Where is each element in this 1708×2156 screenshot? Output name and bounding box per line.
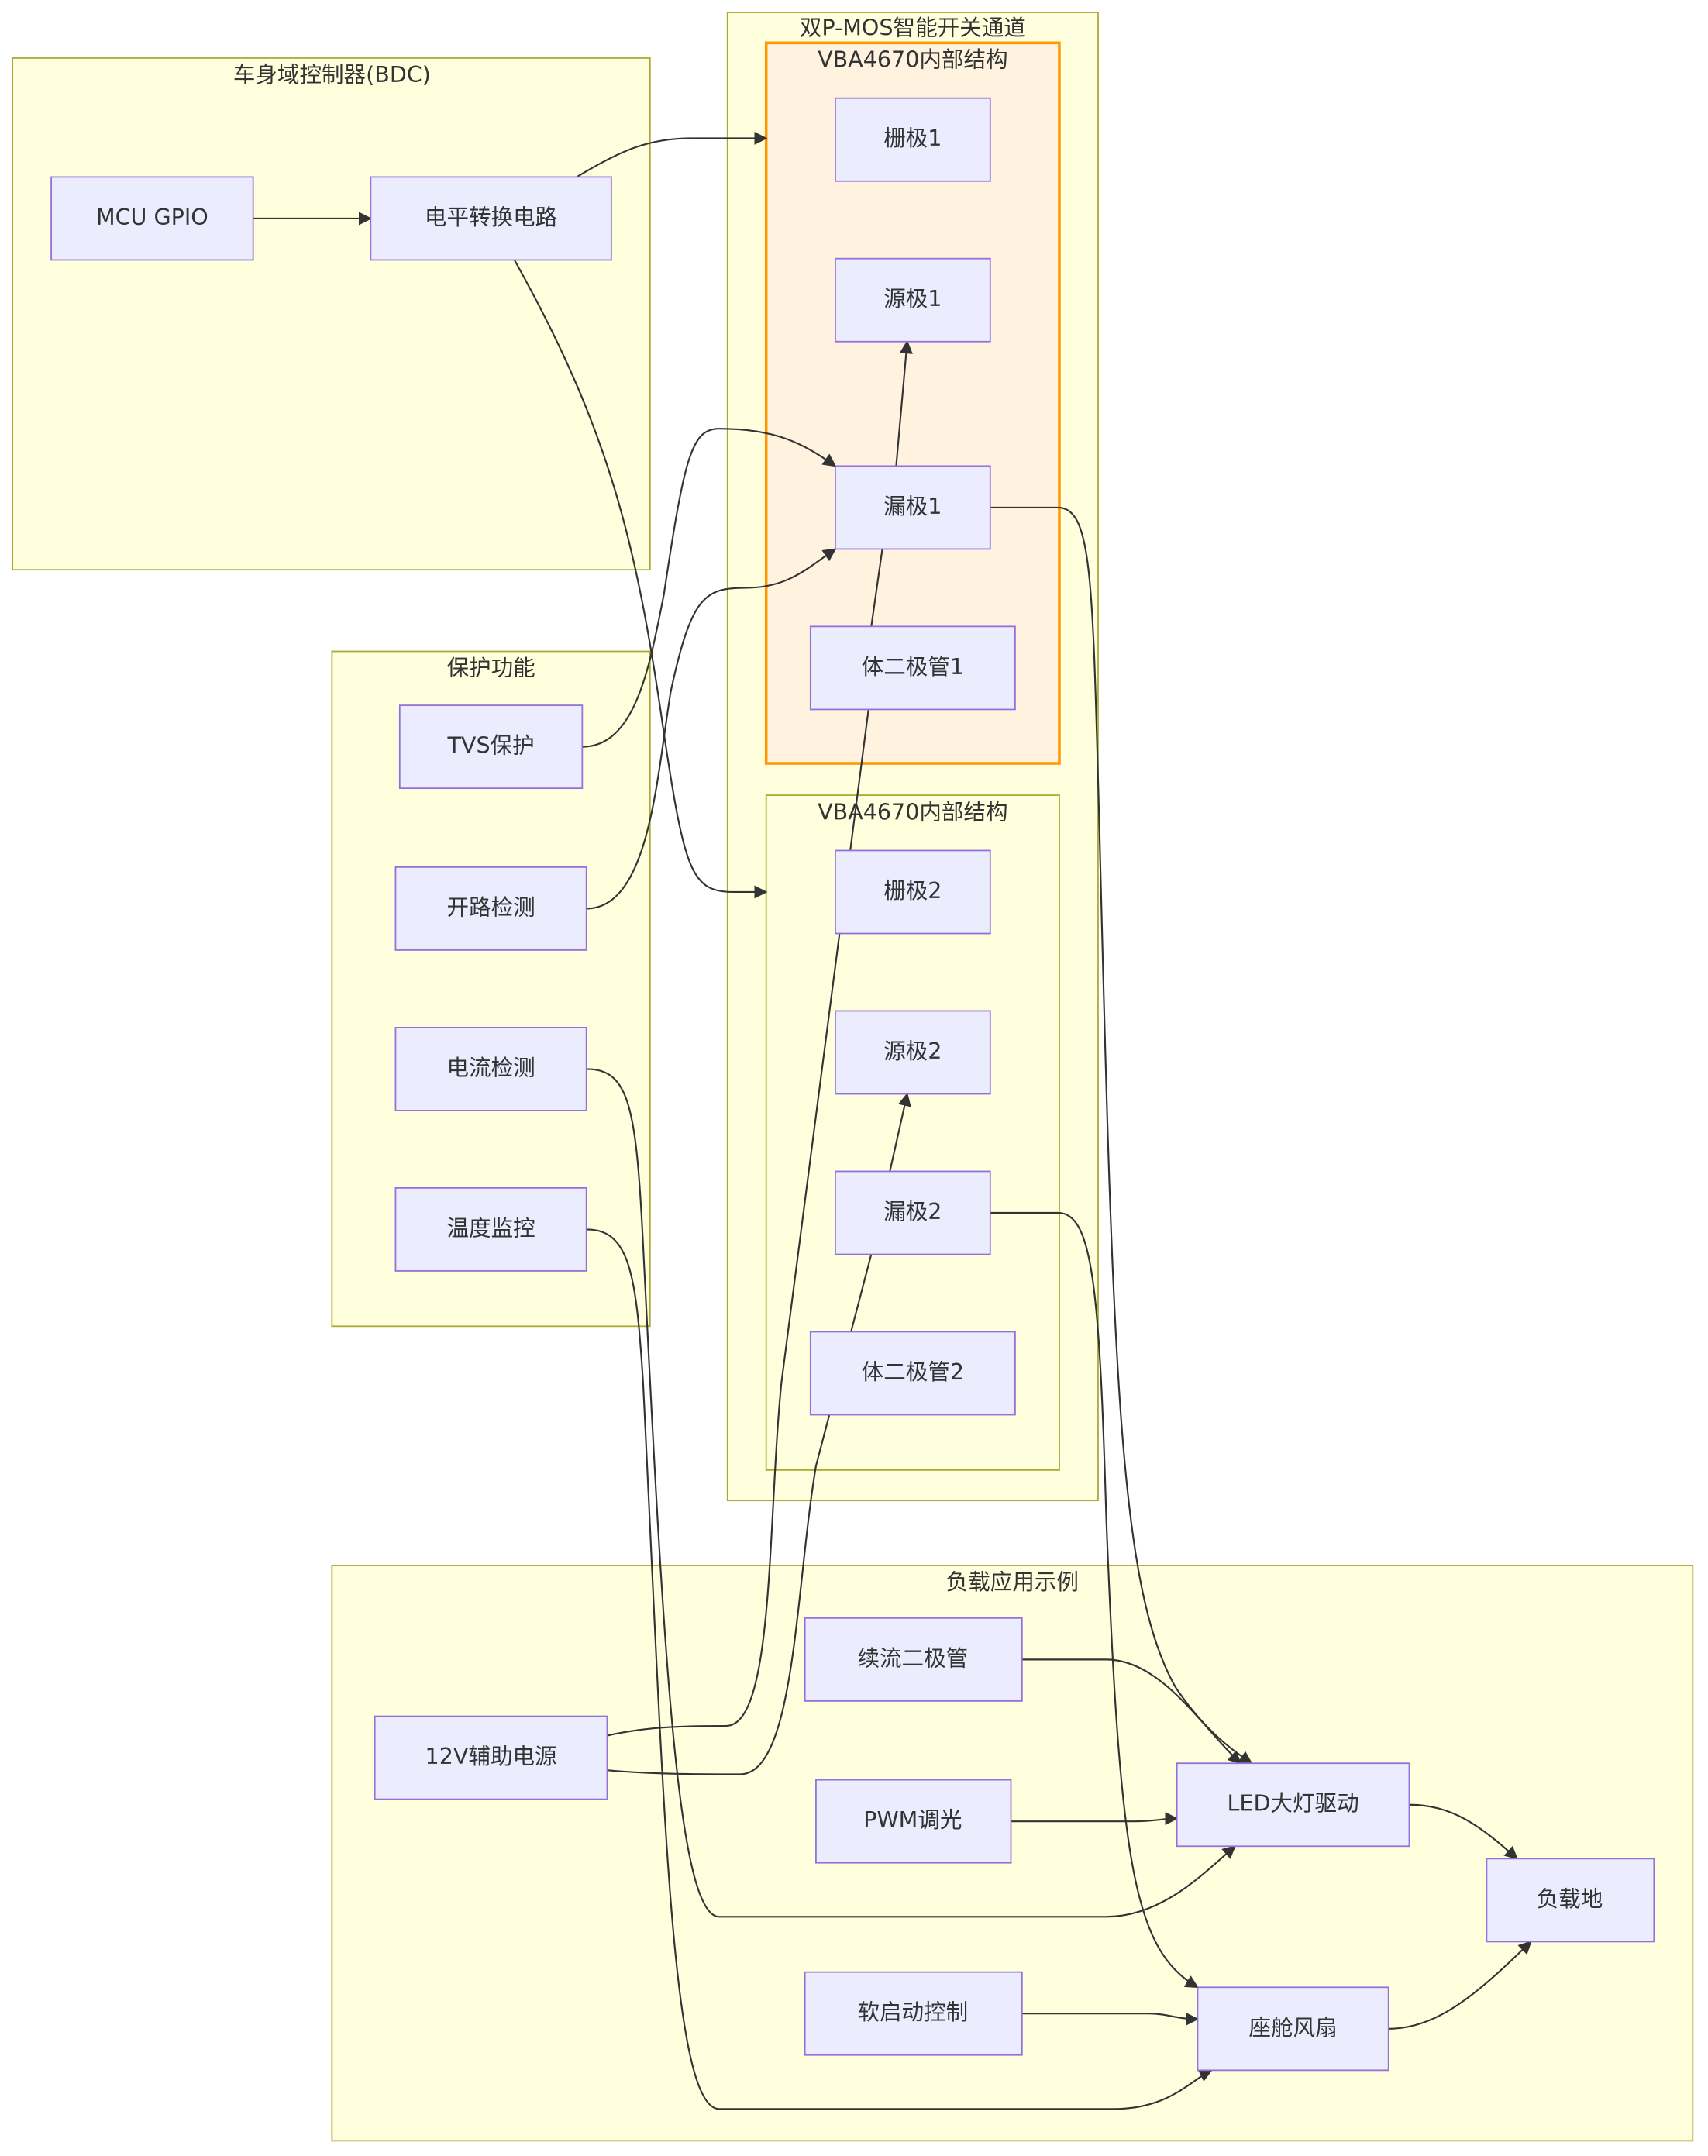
node-label: 漏极2 [883, 1198, 942, 1224]
group-title: 保护功能 [446, 655, 535, 681]
node-load-ground[interactable]: 负载地 [1486, 1858, 1655, 1943]
edge-pwm-led [1011, 1812, 1179, 1826]
node-temp-monitor[interactable]: 温度监控 [394, 1186, 587, 1272]
node-level-shifter[interactable]: 电平转换电路 [370, 176, 612, 261]
edge-led-gnd [1409, 1803, 1518, 1860]
edge-aux-diode2-source2 [607, 1092, 911, 1775]
node-label: 续流二极管 [857, 1645, 968, 1671]
edge-freewheel-led [1021, 1658, 1242, 1765]
node-gate1[interactable]: 栅极1 [835, 97, 991, 182]
edge-level-gate2 [513, 259, 768, 899]
node-label: MCU GPIO [96, 204, 208, 230]
node-mcu-gpio[interactable]: MCU GPIO [50, 176, 254, 261]
node-body-diode2[interactable]: 体二极管2 [809, 1331, 1016, 1416]
node-label: 电平转换电路 [425, 204, 557, 230]
node-label: 源极2 [883, 1038, 942, 1064]
node-label: 源极1 [883, 285, 942, 312]
group-bdc: 车身域控制器(BDC) [12, 57, 651, 571]
node-current-detect[interactable]: 电流检测 [394, 1026, 587, 1111]
group-title: VBA4670内部结构 [818, 46, 1007, 73]
group-title: VBA4670内部结构 [818, 798, 1007, 825]
edge-drain2-fan [990, 1211, 1199, 1989]
node-label: 软启动控制 [857, 1999, 968, 2025]
node-soft-start[interactable]: 软启动控制 [804, 1971, 1023, 2056]
node-label: 栅极2 [883, 877, 942, 904]
edges [253, 131, 1532, 2110]
group-title: 双P-MOS智能开关通道 [800, 14, 1026, 40]
node-tvs[interactable]: TVS保护 [398, 704, 584, 790]
node-label: LED大灯驱动 [1228, 1790, 1359, 1817]
group-title: 负载应用示例 [946, 1569, 1079, 1595]
node-label: 栅极1 [883, 125, 942, 151]
edge-tvs-drain1 [582, 428, 837, 748]
node-led-driver[interactable]: LED大灯驱动 [1176, 1762, 1410, 1848]
node-cabin-fan[interactable]: 座舱风扇 [1197, 1986, 1389, 2072]
node-label: 电流检测 [446, 1054, 535, 1080]
node-label: 座舱风扇 [1248, 2014, 1337, 2041]
edge-drain1-led [990, 506, 1253, 1765]
node-label: PWM调光 [863, 1806, 962, 1833]
edge-current-led [586, 1068, 1236, 1918]
edge-open-drain1 [586, 548, 837, 910]
node-label: TVS保护 [446, 732, 534, 759]
node-label: 12V辅助电源 [425, 1743, 557, 1769]
node-open-detect[interactable]: 开路检测 [394, 866, 587, 951]
node-gate2[interactable]: 栅极2 [835, 849, 991, 935]
node-source1[interactable]: 源极1 [835, 257, 991, 343]
node-drain1[interactable]: 漏极1 [835, 465, 991, 550]
edge-soft-fan [1021, 2012, 1200, 2026]
node-drain2[interactable]: 漏极2 [835, 1170, 991, 1255]
node-source2[interactable]: 源极2 [835, 1010, 991, 1095]
node-body-diode1[interactable]: 体二极管1 [809, 625, 1016, 711]
node-pwm-dimming[interactable]: PWM调光 [815, 1779, 1012, 1864]
edge-drain1-source1 [895, 340, 913, 467]
node-freewheel-diode[interactable]: 续流二极管 [804, 1617, 1023, 1702]
edge-fan-gnd [1388, 1941, 1532, 2030]
group-title: 车身域控制器(BDC) [233, 61, 431, 88]
node-label: 温度监控 [446, 1214, 535, 1241]
edge-temp-fan [586, 1228, 1213, 2110]
node-12v-aux[interactable]: 12V辅助电源 [374, 1715, 608, 1800]
edge-level-gate1 [576, 131, 768, 178]
node-label: 漏极1 [883, 493, 942, 519]
node-label: 开路检测 [446, 894, 535, 920]
node-label: 体二极管1 [862, 653, 964, 680]
edge-aux-diode1-drain1 [607, 549, 883, 1737]
node-label: 负载地 [1537, 1886, 1603, 1912]
node-label: 体二极管2 [862, 1359, 964, 1385]
